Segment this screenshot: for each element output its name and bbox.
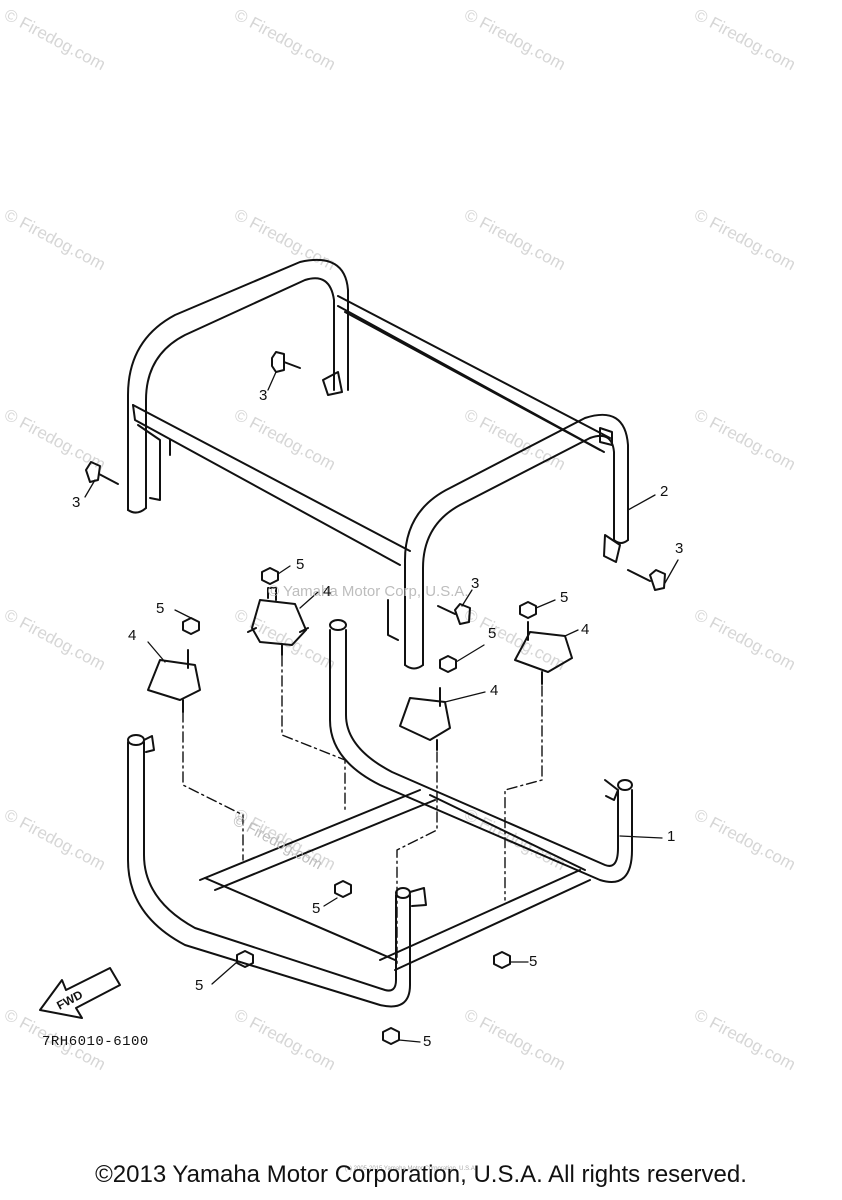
lower-frame-part-1 — [127, 619, 633, 1008]
callout-part-5: 5 — [296, 556, 305, 573]
callout-part-5: 5 — [423, 1033, 432, 1050]
callout-part-3: 3 — [471, 575, 480, 592]
diagram-code: 7RH6010-6100 — [42, 1034, 149, 1050]
callout-part-5: 5 — [195, 977, 204, 994]
alignment-lines — [182, 655, 543, 966]
callout-part-1: 1 — [667, 828, 676, 845]
callout-part-5: 5 — [488, 625, 497, 642]
callout-part-4: 4 — [581, 621, 590, 638]
nut-part-5 — [182, 567, 537, 1045]
callout-part-3: 3 — [72, 494, 81, 511]
callout-part-4: 4 — [128, 627, 137, 644]
callout-part-2: 2 — [660, 483, 669, 500]
callout-part-5: 5 — [312, 900, 321, 917]
leader-lines — [84, 371, 679, 1043]
callout-part-4: 4 — [490, 682, 499, 699]
bolt-part-3 — [85, 351, 666, 625]
callout-part-4: 4 — [323, 583, 332, 600]
tiny-copyright-note: (c) 2005-2015 Yamaha Motor Corporation, … — [345, 1166, 477, 1172]
callout-part-5: 5 — [560, 589, 569, 606]
engine-mount-part-4 — [147, 587, 573, 751]
callout-part-5: 5 — [156, 600, 165, 617]
copyright-footer: ©2013 Yamaha Motor Corporation, U.S.A. A… — [95, 1161, 747, 1188]
callout-part-3: 3 — [675, 540, 684, 557]
center-watermark: © Yamaha Motor Corp, U.S.A. — [268, 583, 469, 600]
callout-part-3: 3 — [259, 387, 268, 404]
upper-frame-part-2 — [127, 258, 629, 670]
fwd-arrow-icon — [39, 967, 121, 1019]
callout-part-5: 5 — [529, 953, 538, 970]
